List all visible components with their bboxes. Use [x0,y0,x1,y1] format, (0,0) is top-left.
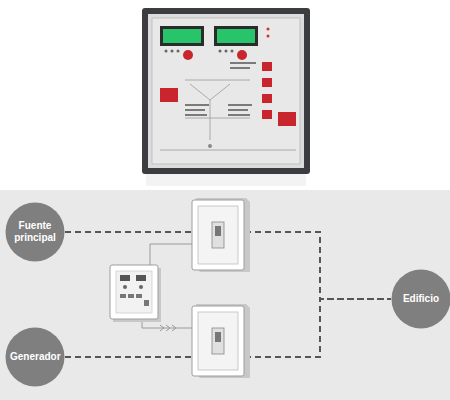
node-label: Edificio [396,293,446,305]
breaker-bottom [192,304,250,378]
place-circle: Edificio [391,269,450,329]
node-label: Fuente principal [10,220,60,244]
place-circle: Fuente principal [5,202,65,262]
node-label: Generador [10,351,60,363]
place-circle: Generador [5,327,65,387]
controller-unit [110,265,161,322]
breaker-top [192,198,250,272]
